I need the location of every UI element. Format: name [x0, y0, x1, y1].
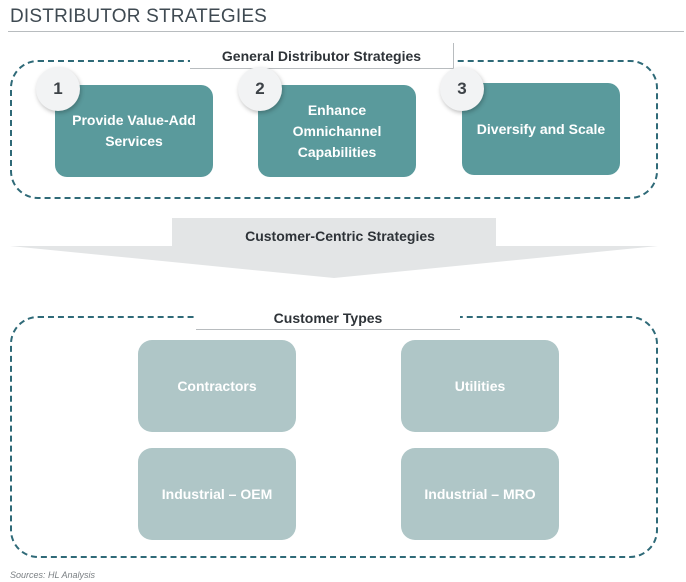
customer-type-industrial-mro: Industrial – MRO [401, 448, 559, 540]
strategy-number-badge-3: 3 [440, 67, 484, 111]
sources-note: Sources: HL Analysis [10, 570, 96, 580]
customer-types-label: Customer Types [196, 306, 460, 330]
strategy-number-badge-1: 1 [36, 67, 80, 111]
customer-type-contractors: Contractors [138, 340, 296, 432]
strategy-card-3: Diversify and Scale [462, 83, 620, 175]
title-divider [8, 31, 684, 32]
customer-type-utilities: Utilities [401, 340, 559, 432]
strategy-card-1: Provide Value-Add Services [55, 85, 213, 177]
customer-types-group [10, 316, 658, 558]
strategy-number-badge-2: 2 [238, 67, 282, 111]
general-strategies-label: General Distributor Strategies [190, 43, 454, 69]
strategy-card-2: Enhance Omnichannel Capabilities [258, 85, 416, 177]
customer-centric-label: Customer-Centric Strategies [245, 228, 435, 244]
page-title: DISTRIBUTOR STRATEGIES [10, 6, 268, 27]
down-arrow-icon [10, 218, 658, 278]
customer-type-industrial-oem: Industrial – OEM [138, 448, 296, 540]
